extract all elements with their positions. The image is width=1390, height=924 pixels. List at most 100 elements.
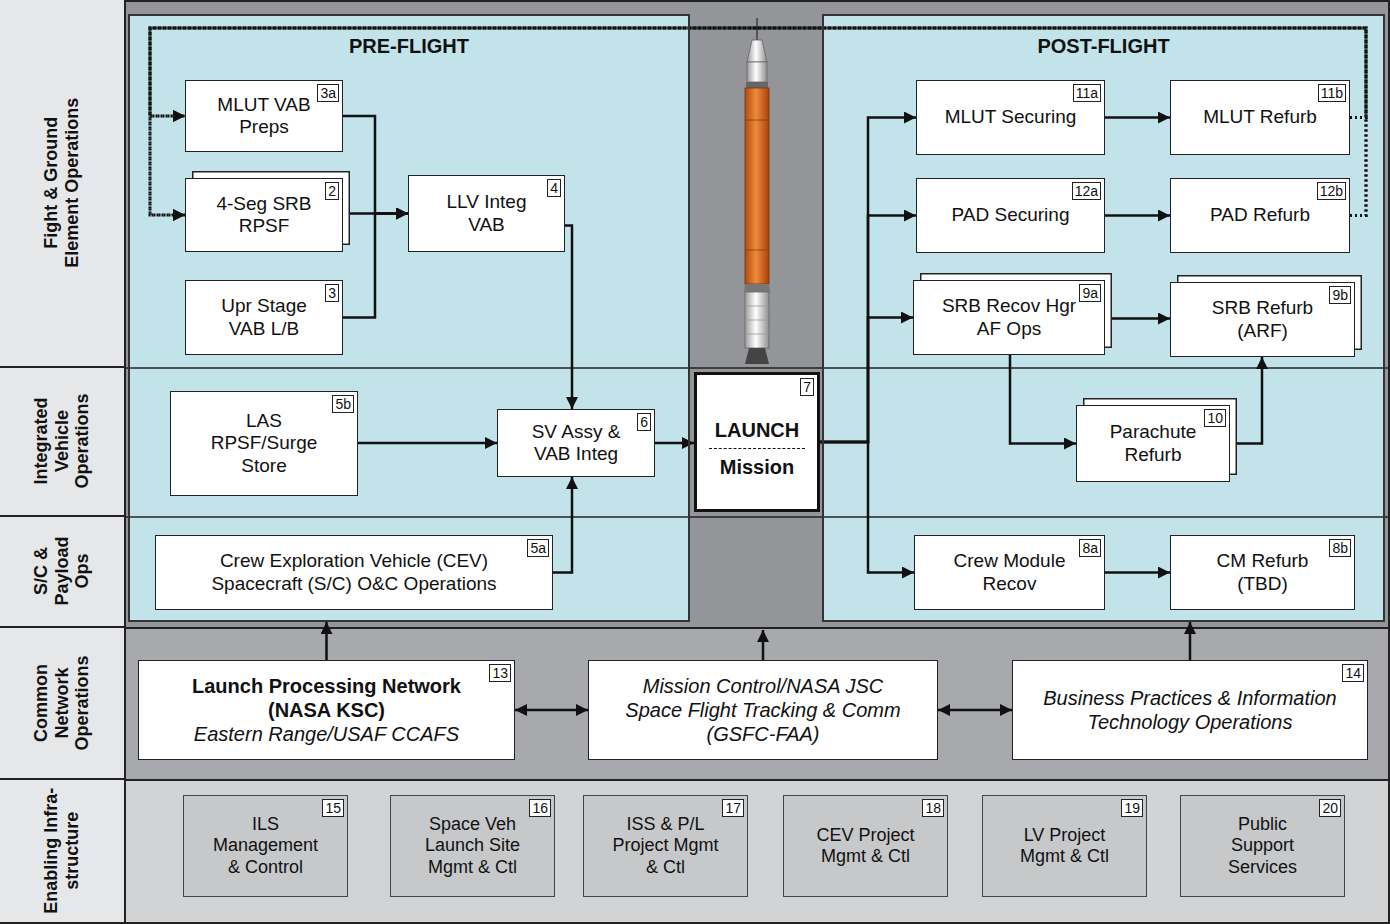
process-box: MLUT Refurb11b xyxy=(1170,80,1350,155)
panel-heading: POST-FLIGHT xyxy=(824,35,1383,58)
infrastructure-box: Public Support Services20 xyxy=(1180,795,1345,897)
box-label: ISS & P/L Project Mgmt & Ctl xyxy=(608,814,723,878)
infrastructure-box: Space Veh Launch Site Mgmt & Ctl16 xyxy=(390,795,555,897)
flow-arrow xyxy=(1105,116,1170,119)
callout-number: 15 xyxy=(322,799,344,817)
upward-arrow xyxy=(762,630,765,660)
process-box: LAS RPSF/Surge Store5b xyxy=(170,391,358,496)
callout-number: 10 xyxy=(1204,409,1226,427)
box-label: PAD Securing xyxy=(952,204,1070,226)
flow-arrow xyxy=(1105,571,1170,574)
process-box: LLV Integ VAB 4 xyxy=(408,175,565,252)
callout-number: 8b xyxy=(1329,539,1351,557)
callout-number: 4 xyxy=(547,179,561,197)
process-box: Parachute Refurb10 xyxy=(1076,405,1230,482)
infrastructure-ground xyxy=(0,780,1390,924)
flow-arrow xyxy=(553,477,572,573)
phase-panel: PRE-FLIGHT MLUT VAB Preps3a 4-Seg SRB RPSF… xyxy=(128,14,690,622)
network-box: Mission Control/NASA JSC Space Flight Tr… xyxy=(588,660,938,760)
infrastructure-box: LV Project Mgmt & Ctl 19 xyxy=(982,795,1147,897)
process-box: CM Refurb (TBD)8b xyxy=(1170,535,1355,610)
box-label: LAS RPSF/Surge Store xyxy=(197,410,331,477)
network-ground xyxy=(0,628,1390,780)
flow-arrow xyxy=(1189,622,1192,660)
box-label: Upr Stage VAB L/B xyxy=(212,295,316,340)
box-label: CEV Project Mgmt & Ctl xyxy=(808,825,923,867)
network-box: Business Practices & Information Technol… xyxy=(1012,660,1368,760)
callout-number: 6 xyxy=(637,413,651,431)
callout-number: 20 xyxy=(1319,799,1341,817)
box-label: Eastern Range/USAF CCAFS xyxy=(194,722,459,746)
process-box: MLUT VAB Preps3a xyxy=(185,80,343,152)
flow-arrow xyxy=(1237,357,1262,444)
callout-number: 5b xyxy=(332,395,354,413)
callout-number: 9b xyxy=(1329,286,1351,304)
callout-number: 18 xyxy=(922,799,944,817)
flow-arrow xyxy=(343,116,408,214)
panel-heading: PRE-FLIGHT xyxy=(130,35,688,58)
box-label: MLUT VAB Preps xyxy=(212,94,316,139)
process-box: MLUT Securing11a xyxy=(916,80,1105,155)
box-label: Space Veh Launch Site Mgmt & Ctl xyxy=(415,814,530,878)
flow-arrow xyxy=(358,442,497,445)
callout-number: 13 xyxy=(489,664,511,682)
infrastructure-box: CEV Project Mgmt & Ctl 18 xyxy=(783,795,948,897)
process-box: PAD Securing12a xyxy=(916,178,1105,253)
box-label: PAD Refurb xyxy=(1210,204,1310,226)
callout-number: 3a xyxy=(317,84,339,102)
callout-number: 3 xyxy=(325,284,339,302)
box-label: SRB Recov Hgr AF Ops xyxy=(940,295,1078,340)
flow-arrow xyxy=(1112,317,1170,320)
box-label: ILS Management & Control xyxy=(208,814,323,878)
flow-arrow xyxy=(820,118,916,443)
operations-ground xyxy=(126,0,1390,628)
flow-arrow xyxy=(325,622,328,660)
row-divider xyxy=(0,779,1390,781)
row-label-cell: Fight & Ground Element Operations xyxy=(0,0,126,368)
box-label: Crew Module Recov xyxy=(941,550,1078,595)
row-label: Fight & Ground Element Operations xyxy=(41,83,82,283)
row-label-cell: Integrated Vehicle Operations xyxy=(0,368,126,517)
process-box: SRB Refurb (ARF)9b xyxy=(1170,282,1355,357)
phase-panel: POST-FLIGHT MLUT Securing11a MLUT Refurb11… xyxy=(822,14,1385,622)
launch-box: LAUNCHMission7 xyxy=(694,372,820,512)
flow-arrow xyxy=(515,709,588,712)
flow-arrow xyxy=(565,226,572,410)
flow-arrow xyxy=(343,214,408,318)
callout-number: 5a xyxy=(527,539,549,557)
process-box: Crew Exploration Vehicle (CEV) Spacecraf… xyxy=(155,535,553,610)
box-label: CM Refurb (TBD) xyxy=(1197,550,1328,595)
callout-number: 9a xyxy=(1079,284,1101,302)
box-label: LLV Integ VAB xyxy=(435,191,538,236)
box-label: LAUNCH xyxy=(715,418,799,442)
flow-arrow xyxy=(1010,355,1076,444)
box-label: SRB Refurb (ARF) xyxy=(1197,297,1328,342)
flow-arrow xyxy=(1105,214,1170,217)
process-box: 4-Seg SRB RPSF2 xyxy=(185,178,343,252)
callout-number: 11b xyxy=(1318,84,1346,102)
callout-number: 12a xyxy=(1072,182,1101,200)
process-box: PAD Refurb 12b xyxy=(1170,178,1350,253)
row-label-cell: Common Network Operations xyxy=(0,628,126,780)
callout-number: 14 xyxy=(1342,664,1364,682)
process-box: SRB Recov Hgr AF Ops9a xyxy=(913,280,1105,355)
row-label: S/C & Payload Ops xyxy=(31,523,93,621)
box-label: LV Project Mgmt & Ctl xyxy=(1007,825,1122,867)
flow-arrow xyxy=(820,442,914,573)
infrastructure-box: ILS Management & Control15 xyxy=(183,795,348,897)
callout-number: 12b xyxy=(1317,182,1346,200)
box-label: Business Practices & Information Technol… xyxy=(1043,686,1337,734)
process-box: Upr Stage VAB L/B 3 xyxy=(185,280,343,355)
callout-number: 19 xyxy=(1121,799,1143,817)
row-divider xyxy=(126,516,1390,518)
box-label: Crew Exploration Vehicle (CEV) Spacecraf… xyxy=(182,550,526,595)
process-box: SV Assy & VAB Integ 6 xyxy=(497,409,655,477)
row-label: Common Network Operations xyxy=(31,635,93,771)
row-label-cell: Enabling Infra- structure xyxy=(0,780,126,924)
flow-arrow xyxy=(820,216,916,443)
callout-number: 8a xyxy=(1079,539,1101,557)
box-label: SV Assy & VAB Integ xyxy=(524,421,628,466)
callout-number: 7 xyxy=(800,378,814,396)
row-label-cell: S/C & Payload Ops xyxy=(0,517,126,628)
box-label: Mission Control/NASA JSC Space Flight Tr… xyxy=(619,674,907,746)
